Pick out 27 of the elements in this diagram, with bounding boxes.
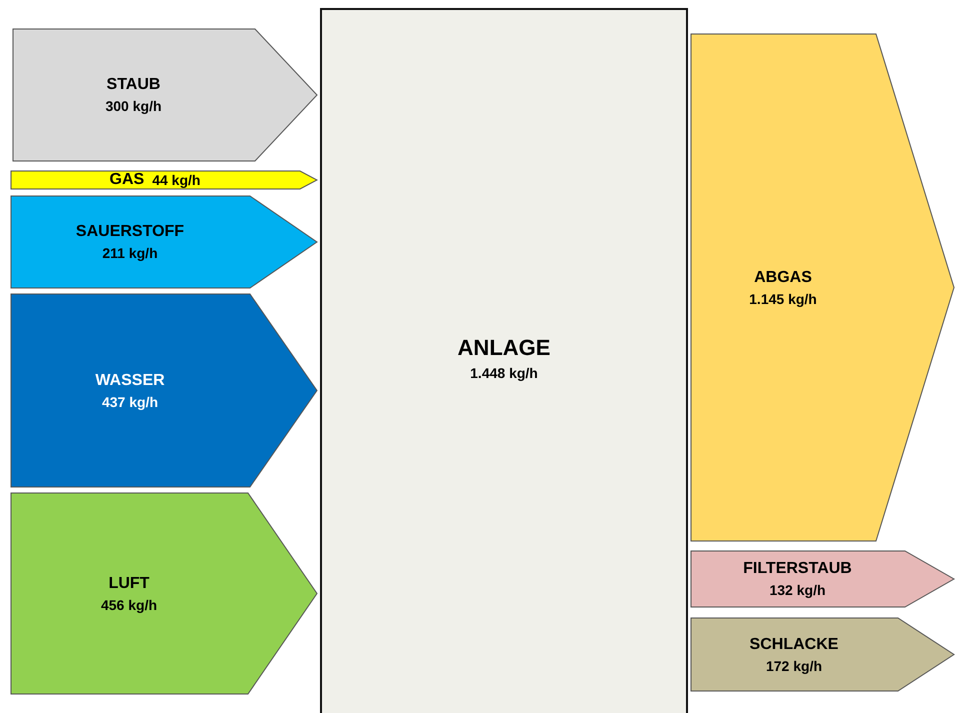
flow-block bbox=[690, 617, 955, 692]
flow-block bbox=[12, 28, 318, 162]
flow-rate: 1.448 kg/h bbox=[470, 365, 538, 381]
flow-rate: 437 kg/h bbox=[102, 394, 158, 410]
flow-rate: 1.145 kg/h bbox=[749, 290, 817, 306]
flow-name: ANLAGE bbox=[458, 335, 550, 361]
plant-box bbox=[320, 8, 688, 713]
flow-rate: 300 kg/h bbox=[105, 98, 162, 114]
flow-name: SCHLACKE bbox=[750, 636, 838, 654]
flow-rate: 132 kg/h bbox=[769, 582, 826, 598]
flow-name: STAUB bbox=[106, 76, 160, 94]
flow-rate: 211 kg/h bbox=[102, 245, 158, 261]
flow-name: ABGAS bbox=[754, 268, 812, 286]
flow-block bbox=[690, 33, 955, 542]
flow-name: WASSER bbox=[95, 372, 165, 390]
flow-block bbox=[10, 293, 318, 488]
flow-block bbox=[10, 195, 318, 289]
flow-block bbox=[10, 492, 318, 695]
flow-name: GAS bbox=[110, 171, 144, 189]
flow-name: FILTERSTAUB bbox=[743, 560, 852, 578]
flow-rate: 44 kg/h bbox=[152, 172, 200, 188]
flow-block bbox=[690, 550, 955, 608]
flow-name: LUFT bbox=[108, 574, 150, 592]
flow-block bbox=[10, 170, 318, 190]
flow-rate: 456 kg/h bbox=[100, 596, 158, 612]
flow-rate: 172 kg/h bbox=[766, 658, 822, 674]
flow-name: SAUERSTOFF bbox=[76, 223, 184, 241]
